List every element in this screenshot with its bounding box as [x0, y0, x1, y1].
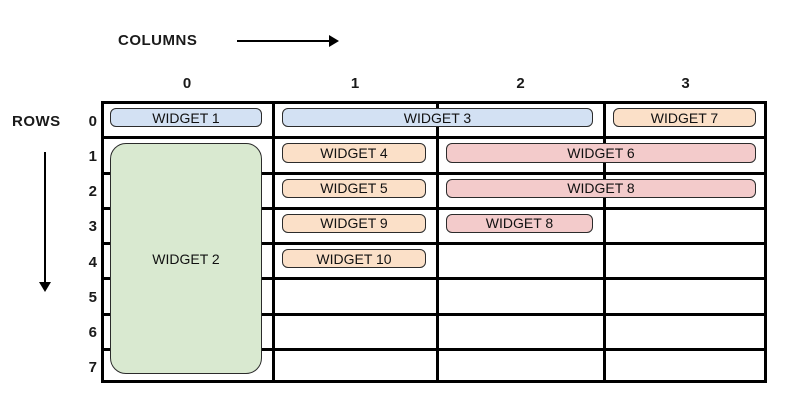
widget-box[interactable]: WIDGET 3: [282, 108, 593, 128]
widget-label: WIDGET 5: [320, 180, 388, 197]
arrow-right-head-icon: [329, 35, 339, 47]
widget-box[interactable]: WIDGET 8: [446, 213, 593, 233]
widget-label: WIDGET 7: [650, 109, 719, 126]
widget-label: WIDGET 9: [320, 215, 388, 232]
widget-box[interactable]: WIDGET 10: [282, 249, 426, 269]
row-header-7: 7: [88, 359, 97, 377]
row-header-5: 5: [88, 288, 97, 306]
grid-row-divider: [104, 277, 764, 281]
widget-label: WIDGET 8: [567, 180, 635, 197]
widget-box[interactable]: WIDGET 7: [613, 108, 756, 128]
column-header-0: 0: [182, 75, 192, 92]
widget-label: WIDGET 4: [320, 144, 388, 161]
grid-row-divider: [104, 242, 764, 245]
grid-row-divider: [104, 136, 764, 140]
rows-axis-label: ROWS: [12, 113, 61, 130]
widget-box[interactable]: WIDGET 8: [446, 178, 756, 198]
widget-label: WIDGET 10: [316, 250, 392, 267]
widget-box[interactable]: WIDGET 1: [110, 108, 262, 128]
grid-row-divider: [104, 206, 764, 210]
widget-box[interactable]: WIDGET 4: [282, 143, 426, 163]
row-header-3: 3: [88, 218, 97, 236]
column-header-1: 1: [350, 75, 360, 92]
grid-row-divider: [104, 171, 764, 175]
widget-box[interactable]: WIDGET 6: [446, 143, 756, 163]
widget-box[interactable]: WIDGET 2: [110, 143, 262, 374]
arrow-right-icon: [237, 40, 331, 42]
row-header-0: 0: [88, 112, 97, 130]
grid-row-divider: [104, 347, 764, 351]
column-header-3: 3: [681, 75, 690, 92]
arrow-down-head-icon: [39, 282, 51, 292]
column-header-2: 2: [516, 75, 525, 92]
row-header-2: 2: [88, 183, 97, 201]
row-header-1: 1: [88, 147, 97, 165]
arrow-down-icon: [44, 152, 46, 284]
widget-label: WIDGET 3: [403, 109, 472, 126]
widget-label: WIDGET 2: [152, 250, 220, 267]
widget-box[interactable]: WIDGET 5: [282, 178, 426, 198]
widget-label: WIDGET 1: [152, 109, 220, 126]
row-header-4: 4: [88, 253, 97, 271]
widget-label: WIDGET 8: [485, 215, 554, 232]
row-header-6: 6: [88, 324, 97, 342]
grid-row-divider: [104, 312, 764, 316]
layout-grid: WIDGET 1 WIDGET 2 WIDGET 3 WIDGET 7 WIDGET 4…: [101, 101, 767, 383]
widget-label: WIDGET 6: [567, 144, 635, 161]
columns-axis-label: COLUMNS: [118, 32, 198, 49]
widget-box[interactable]: WIDGET 9: [282, 213, 426, 233]
